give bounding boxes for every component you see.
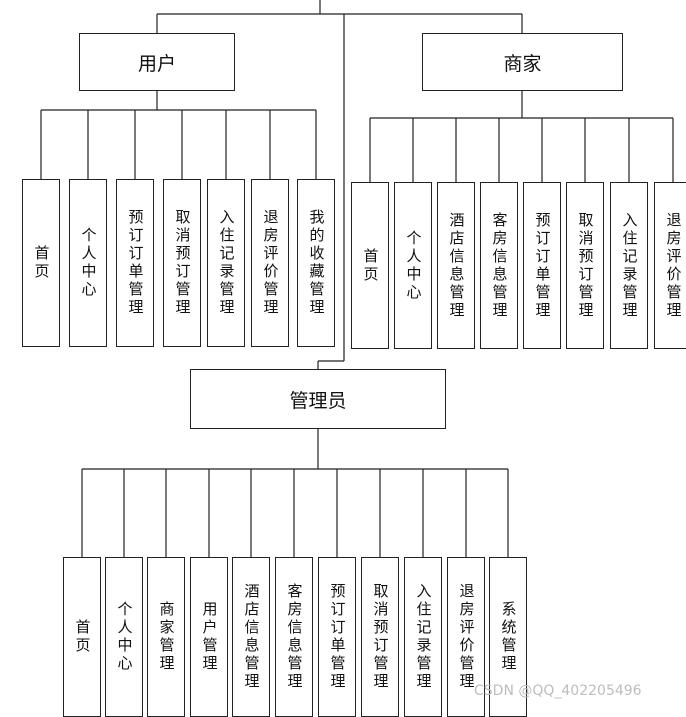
node-label: 退房评价管理 xyxy=(457,583,476,691)
role-title-merchant: 商家 xyxy=(503,52,542,75)
node-label: 预订订单管理 xyxy=(126,209,145,317)
node-label: 系统管理 xyxy=(499,601,518,673)
node-label: 取消预订管理 xyxy=(173,209,192,317)
merchant-node-checkin-records: 入住记录管理 xyxy=(610,182,648,349)
node-label: 入住记录管理 xyxy=(620,211,639,320)
node-label: 取消预订管理 xyxy=(371,583,390,691)
node-label: 商家管理 xyxy=(157,601,176,673)
node-label: 用户管理 xyxy=(200,601,219,673)
user-node-home: 首页 xyxy=(22,179,60,347)
user-node-checkout-reviews: 退房评价管理 xyxy=(251,179,289,347)
admin-node-profile: 个人中心 xyxy=(105,557,143,717)
admin-node-room-info: 客房信息管理 xyxy=(275,557,313,717)
admin-node-booking-orders: 预订订单管理 xyxy=(318,557,356,717)
node-label: 首页 xyxy=(32,245,51,281)
admin-node-user-mgmt: 用户管理 xyxy=(190,557,228,717)
merchant-node-cancel-booking: 取消预订管理 xyxy=(566,182,604,349)
node-label: 个人中心 xyxy=(115,601,134,673)
admin-node-cancel-booking: 取消预订管理 xyxy=(361,557,399,717)
role-box-admin: 管理员 xyxy=(190,369,446,429)
user-node-cancel-booking: 取消预订管理 xyxy=(163,179,201,347)
merchant-node-hotel-info: 酒店信息管理 xyxy=(437,182,475,349)
role-box-user: 用户 xyxy=(79,33,235,91)
merchant-node-checkout-reviews: 退房评价管理 xyxy=(654,182,686,349)
merchant-node-booking-orders: 预订订单管理 xyxy=(523,182,561,349)
user-node-booking-orders: 预订订单管理 xyxy=(116,179,154,347)
node-label: 取消预订管理 xyxy=(576,211,595,320)
node-label: 入住记录管理 xyxy=(217,209,236,317)
admin-node-checkout-reviews: 退房评价管理 xyxy=(447,557,485,717)
merchant-node-room-info: 客房信息管理 xyxy=(480,182,518,349)
node-label: 预订订单管理 xyxy=(533,211,552,320)
admin-node-home: 首页 xyxy=(63,557,101,717)
user-node-profile: 个人中心 xyxy=(69,179,107,347)
node-label: 酒店信息管理 xyxy=(242,583,261,691)
admin-node-hotel-info: 酒店信息管理 xyxy=(232,557,270,717)
node-label: 入住记录管理 xyxy=(414,583,433,691)
node-label: 我的收藏管理 xyxy=(307,209,326,317)
node-label: 个人中心 xyxy=(404,229,423,302)
watermark-text: CSDN @QQ_402205496 xyxy=(474,683,642,699)
admin-node-checkin-records: 入住记录管理 xyxy=(404,557,442,717)
node-label: 首页 xyxy=(73,619,92,655)
role-title-user: 用户 xyxy=(137,52,176,75)
role-box-merchant: 商家 xyxy=(422,33,623,91)
merchant-node-profile: 个人中心 xyxy=(394,182,432,349)
node-label: 退房评价管理 xyxy=(664,211,683,320)
merchant-node-home: 首页 xyxy=(351,182,389,349)
user-node-favorites: 我的收藏管理 xyxy=(297,179,335,347)
node-label: 预订订单管理 xyxy=(328,583,347,691)
admin-node-system-mgmt: 系统管理 xyxy=(489,557,527,717)
node-label: 个人中心 xyxy=(79,227,98,299)
role-title-admin: 管理员 xyxy=(289,389,347,412)
node-label: 退房评价管理 xyxy=(261,209,280,317)
admin-node-merchant-mgmt: 商家管理 xyxy=(147,557,185,717)
node-label: 客房信息管理 xyxy=(490,211,509,320)
node-label: 客房信息管理 xyxy=(285,583,304,691)
node-label: 酒店信息管理 xyxy=(447,211,466,320)
user-node-checkin-records: 入住记录管理 xyxy=(207,179,245,347)
node-label: 首页 xyxy=(361,247,380,284)
